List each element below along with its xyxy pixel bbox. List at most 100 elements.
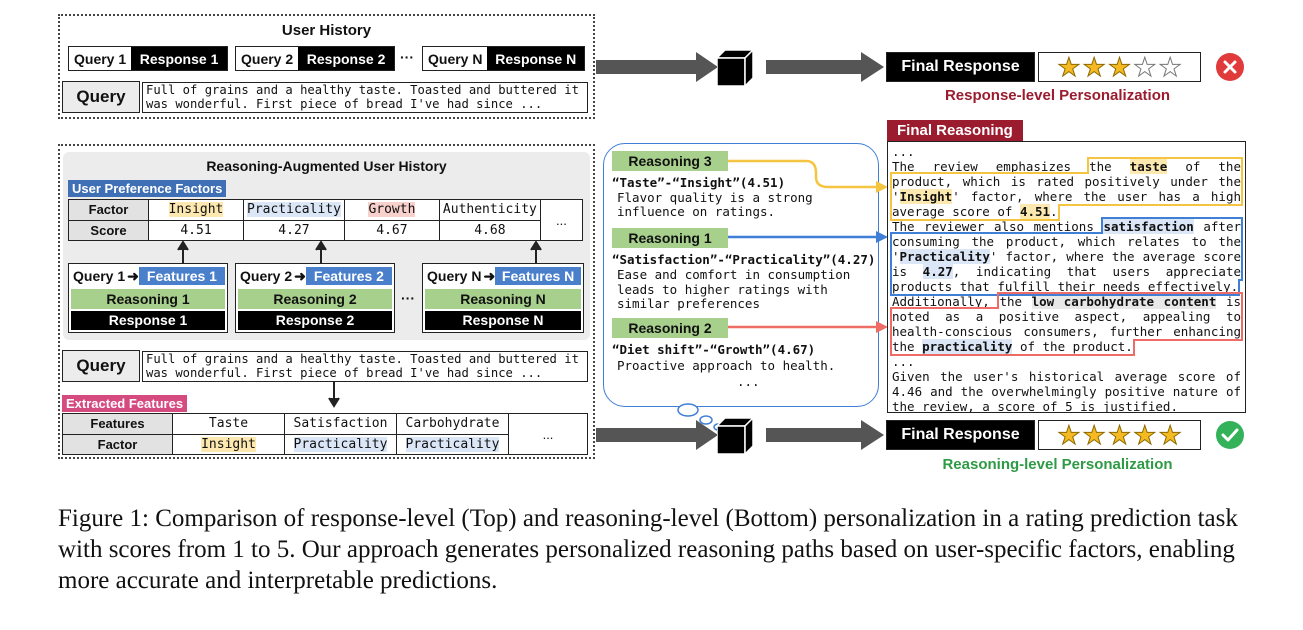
history-item-2: Query 2 Response 2 [235,46,395,71]
thought-reasoning-2-pair: “Diet shift”-“Growth”(4.67) [612,342,816,357]
feature-factor-insight: Insight [201,436,256,452]
reasoning-item-2: Query 2 ➜ Features 2 Reasoning 2 Respons… [235,263,395,333]
reasoning-item-response-n: Response N [425,311,581,330]
reasoning-items-ellipsis: ··· [401,290,415,306]
features-more: ... [508,413,588,455]
factor-more: ... [539,199,584,241]
final-response-label-top: Final Response [886,52,1035,82]
star-filled-icon: ★ [1133,420,1157,450]
history-item-n: Query N Response N [422,46,585,71]
bottom-arrow-shaft-2 [766,428,861,442]
final-response-label-bottom: Final Response [886,420,1035,450]
reasoning-item-features-n: Features N [495,267,581,285]
bottom-flow-arrows [596,420,884,450]
factor-cell: Growth [343,199,440,221]
user-history-title: User History [281,22,372,39]
reasoning-item-response-2: Response 2 [238,311,392,330]
extracted-features-label: Extracted Features [62,395,188,412]
score-cell: 4.51 [148,219,244,241]
thought-reasoning-1-pair: “Satisfaction”-“Practicality”(4.27) [612,252,876,267]
feature-factor-practicality-1: Practicality [293,436,388,452]
reasoning-paragraph-satisfaction: The reviewer also mentions satisfaction … [889,217,1244,296]
arrow-right-icon: ➜ [483,267,496,284]
reasoning-item-features-1: Features 1 [138,267,225,285]
final-reasoning-lead: ... [892,144,915,159]
top-arrow-head-1 [696,52,718,82]
thought-reasoning-2-text: Proactive approach to health. [617,358,836,373]
history-query-1: Query 1 [74,50,127,67]
thought-ellipsis: ... [737,374,760,389]
extracted-features-table: Features Taste Satisfaction Carbohydrate… [62,413,588,455]
history-response-2: Response 2 [298,47,394,70]
star-rating-top: ★★★★★ [1038,52,1201,82]
arrow-right-icon: ➜ [294,267,306,284]
feature-factor-practicality-2: Practicality [405,436,500,452]
reasoning-history-title: Reasoning-Augmented User History [206,158,447,174]
arrow-right-icon: ➜ [127,267,139,284]
reasoning-paragraph-conclusion: Given the user's historical average scor… [892,369,1241,413]
history-response-n: Response N [487,47,584,70]
final-reasoning-mid: ... [892,354,915,369]
model-cube-icon [717,416,755,456]
reasoning-item-n: Query N ➜ Features N Reasoning N Respons… [422,263,584,333]
factor-cell: Authenticity [438,199,541,221]
history-ellipsis: ··· [400,49,414,65]
wrong-x-icon [1216,53,1244,81]
user-history-panel [58,14,595,119]
top-flow-arrows [596,52,884,82]
score-cell: 4.27 [243,219,345,241]
star-filled-icon: ★ [1082,52,1106,82]
reasoning-item-query-1: Query 1 [73,268,126,284]
reasoning-item-query-2: Query 2 [240,268,293,284]
correct-check-icon [1216,421,1244,449]
factor-practicality: Practicality [247,202,341,218]
figure-caption: Figure 1: Comparison of response-level (… [58,505,1238,594]
feature-factor-cell: Insight [172,433,285,455]
thought-reasoning-1-label: Reasoning 1 [612,228,728,248]
reasoning-item-response-1: Response 1 [71,311,225,330]
reasoning-item-query-n: Query N [427,268,482,284]
star-filled-icon: ★ [1082,420,1106,450]
query-text-bottom: Full of grains and a healthy taste. Toas… [142,351,588,382]
bottom-arrow-head-2 [861,420,884,450]
factor-row-label: Factor [68,199,149,221]
history-query-2: Query 2 [241,50,294,67]
feature-factor-row-label: Factor [62,433,173,455]
final-reasoning-label: Final Reasoning [887,120,1023,142]
star-empty-icon: ★ [1158,52,1182,82]
feature-cell: Satisfaction [284,413,397,435]
score-cell: 4.67 [343,219,440,241]
thought-reasoning-3-pair: “Taste”-“Insight”(4.51) [612,175,786,190]
reasoning-level-caption: Reasoning-level Personalization [942,456,1173,473]
history-query-n: Query N [428,50,483,67]
reasoning-item-features-2: Features 2 [305,267,392,285]
feature-factor-cell: Practicality [396,433,509,455]
feature-to-factor-arrows [177,240,542,266]
final-reasoning-box: ... The review emphasizes the taste of t… [887,141,1246,413]
star-empty-icon: ★ [1133,52,1157,82]
thought-reasoning-3-label: Reasoning 3 [612,151,728,171]
factor-authenticity: Authenticity [442,202,537,218]
thought-reasoning-2-label: Reasoning 2 [612,318,728,338]
star-rating-bottom: ★★★★★ [1038,420,1201,450]
query-label-top: Query [62,81,140,113]
feature-factor-cell: Practicality [284,433,397,455]
feature-cell: Taste [172,413,285,435]
thought-reasoning-1-text: Ease and comfort in consumption leads to… [617,267,851,311]
reasoning-item-reasoning-2: Reasoning 2 [238,289,392,309]
top-arrow-shaft-2 [766,60,861,74]
star-filled-icon: ★ [1158,420,1182,450]
feature-cell: Carbohydrate [396,413,509,435]
query-text-top: Full of grains and a healthy taste. Toas… [142,82,588,113]
factor-growth: Growth [368,202,416,218]
response-level-caption: Response-level Personalization [944,87,1171,104]
features-row-label: Features [62,413,173,435]
factor-insight: Insight [168,202,224,218]
thought-reasoning-3-text: Flavor quality is a strong influence on … [617,190,813,219]
reasoning-paragraph-taste: The review emphasizes the taste of the p… [890,157,1243,221]
user-pref-label: User Preference Factors [68,180,227,197]
bottom-arrow-shaft-1 [596,428,696,442]
reasoning-history-panel [58,144,595,459]
star-filled-icon: ★ [1107,52,1132,82]
reasoning-paragraph-carbohydrate: Additionally, the low carbohydrate conte… [889,292,1244,356]
